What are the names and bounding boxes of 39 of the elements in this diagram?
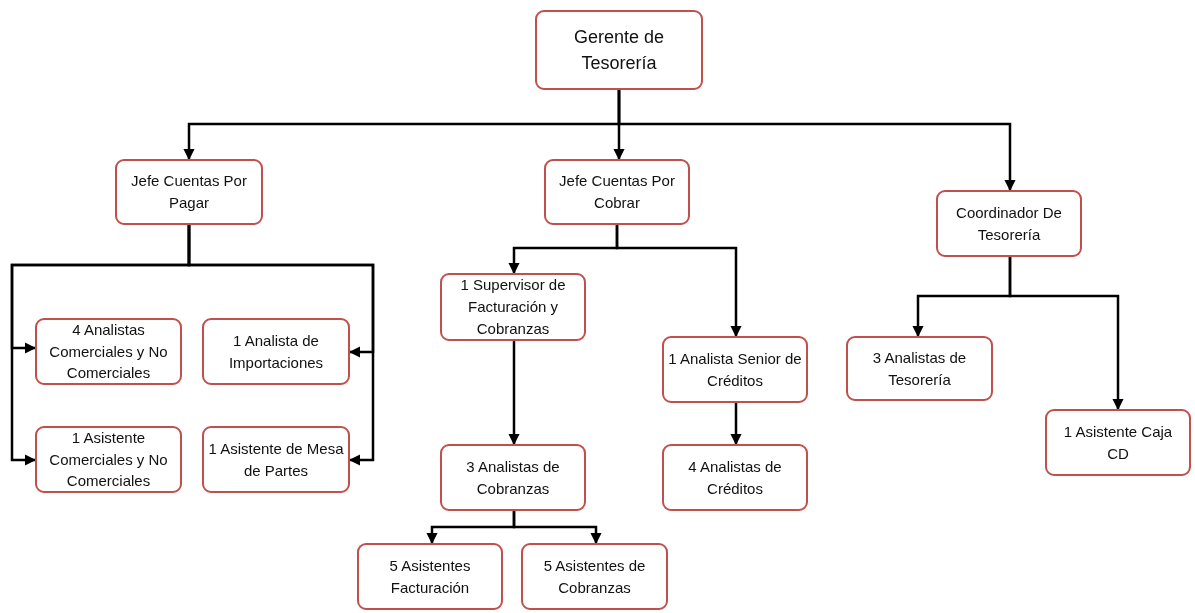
position-title: 4 Analistas de Créditos xyxy=(687,456,783,499)
connector-arrow xyxy=(1008,257,1124,411)
connector-arrow xyxy=(508,341,520,446)
org-box xyxy=(202,318,350,385)
position-title: 1 Asistente Comerciales y No Comerciales xyxy=(48,427,169,492)
position-title: 1 Supervisor de Facturación y Cobranzas xyxy=(459,275,567,339)
org-box xyxy=(35,318,182,385)
org-box xyxy=(662,336,808,403)
org-box xyxy=(440,273,586,341)
position-title: 1 Asistente Caja CD xyxy=(1062,421,1174,464)
org-box xyxy=(535,10,703,90)
org-box xyxy=(936,190,1082,257)
position-title: 4 Analistas Comerciales y No Comerciales xyxy=(48,319,169,384)
position-title: 3 Analistas de Cobranzas xyxy=(465,456,561,499)
connector-arrow xyxy=(512,511,602,545)
org-box xyxy=(846,336,993,401)
position-title: 1 Analista Senior de Créditos xyxy=(668,348,802,391)
position-title: 1 Asistente de Mesa de Partes xyxy=(208,438,344,481)
position-title: 5 Asistentes de Cobranzas xyxy=(542,555,647,598)
connector-arrow xyxy=(617,90,1016,192)
org-box xyxy=(521,543,668,610)
position-title: 5 Asistentes Facturación xyxy=(388,555,472,598)
position-title: Jefe Cuentas Por Pagar xyxy=(130,171,248,213)
org-box xyxy=(440,444,586,511)
org-box xyxy=(544,159,690,225)
connector-arrow xyxy=(730,403,742,446)
org-box xyxy=(115,159,263,225)
org-box xyxy=(202,426,350,493)
position-title: Jefe Cuentas Por Cobrar xyxy=(558,171,676,213)
connector-arrow xyxy=(187,225,375,466)
org-box xyxy=(662,444,808,511)
position-title: 1 Analista de Importaciones xyxy=(227,330,325,373)
position-title: 3 Analistas de Tesorería xyxy=(871,347,968,390)
position-title: Coordinador De Tesorería xyxy=(955,202,1063,245)
connector-arrow xyxy=(615,225,742,338)
org-box xyxy=(357,543,503,610)
org-box xyxy=(1045,409,1191,476)
position-title: Gerente de Tesorería xyxy=(572,25,666,75)
org-box xyxy=(35,426,182,493)
